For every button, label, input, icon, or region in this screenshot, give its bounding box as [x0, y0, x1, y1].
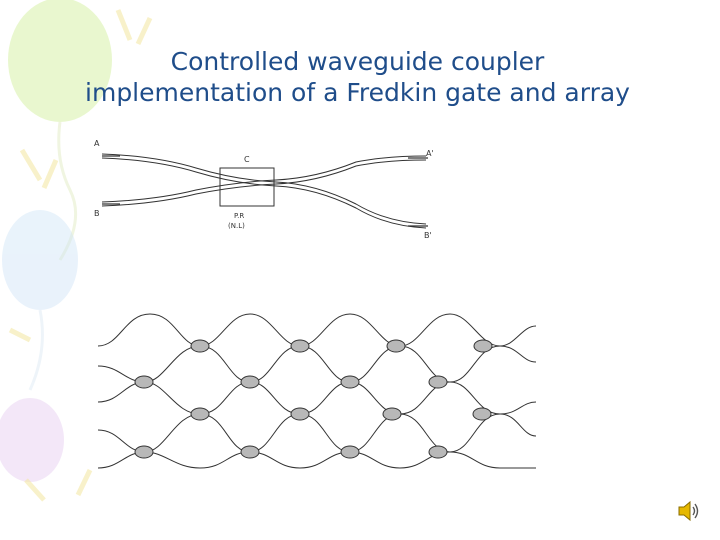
blue-balloon-decoration	[2, 210, 78, 391]
coupler-node	[134, 445, 154, 459]
coupler-node	[382, 407, 402, 421]
label-input-a: A	[94, 139, 100, 148]
coupler-node	[340, 445, 360, 459]
coupler-array-diagram	[97, 313, 537, 469]
coupler-node	[428, 445, 448, 459]
coupler-node	[290, 339, 310, 353]
coupler-node	[473, 339, 493, 353]
coupler-node	[340, 375, 360, 389]
coupler-node	[190, 339, 210, 353]
title-line-1: Controlled waveguide coupler	[170, 47, 545, 76]
label-pr: P.R	[234, 212, 244, 220]
array-line-3	[97, 381, 537, 415]
label-nl: (N.L)	[228, 222, 245, 230]
coupler-node	[190, 407, 210, 421]
label-coupler-c: C	[244, 155, 250, 164]
coupler-node	[428, 375, 448, 389]
coupler-node	[134, 375, 154, 389]
waveguide-coupler-diagram: A B A' B' C P.R (N.L)	[94, 139, 434, 240]
coupler-node	[240, 375, 260, 389]
waveguide-b	[101, 155, 427, 203]
sparkle-decoration	[8, 9, 153, 502]
slide-title: Controlled waveguide coupler implementat…	[0, 46, 715, 108]
array-line-5	[97, 451, 536, 469]
speaker-icon[interactable]	[676, 498, 702, 524]
coupler-node	[240, 445, 260, 459]
title-line-2: implementation of a Fredkin gate and arr…	[85, 78, 630, 107]
waveguide-a	[101, 153, 427, 225]
label-output-b: B'	[424, 231, 432, 240]
array-line-2	[97, 345, 537, 383]
purple-balloon-decoration	[0, 398, 64, 482]
label-input-b: B	[94, 209, 100, 218]
coupler-box	[219, 167, 275, 207]
coupler-node	[386, 339, 406, 353]
array-line-1	[97, 313, 537, 347]
coupler-node	[290, 407, 310, 421]
array-line-4	[97, 413, 537, 453]
green-balloon-decoration	[8, 0, 112, 261]
label-output-a: A'	[426, 149, 434, 158]
coupler-node	[472, 407, 492, 421]
